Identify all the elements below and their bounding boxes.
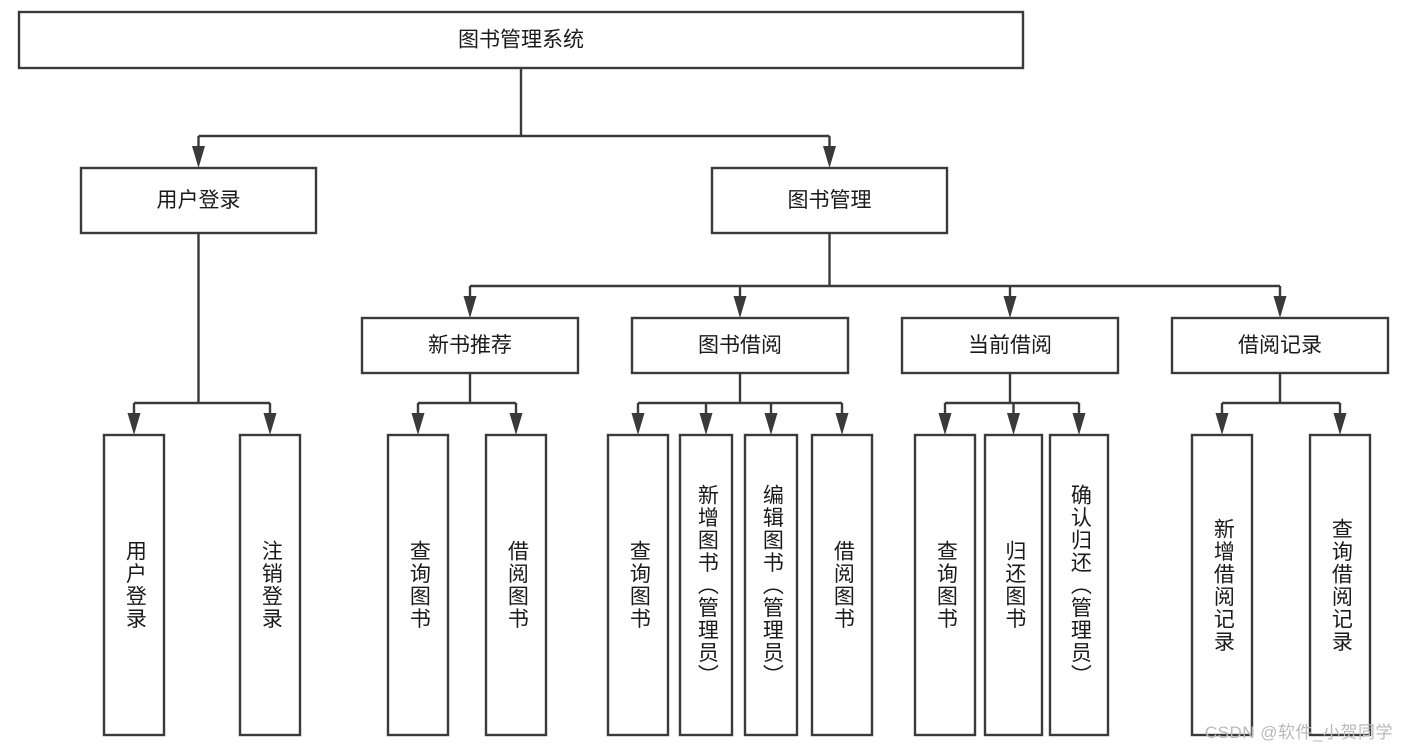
arrow-head bbox=[1072, 413, 1086, 435]
arrow-head bbox=[1273, 296, 1287, 318]
node-box-leaf-rec-borrow-book[interactable] bbox=[484, 433, 548, 737]
node-box-leaf-edit-book-admin[interactable] bbox=[743, 433, 799, 737]
node-box-leaf-cur-query-book[interactable] bbox=[913, 433, 977, 737]
node-label-root: 图书管理系统 bbox=[458, 29, 584, 52]
arrow-head bbox=[411, 413, 425, 435]
node-label-book-borrow: 图书借阅 bbox=[698, 334, 782, 357]
node-box-current-borrow[interactable] bbox=[900, 316, 1120, 375]
node-label-current-borrow: 当前借阅 bbox=[968, 334, 1052, 357]
node-box-leaf-borrow-query-book[interactable] bbox=[606, 433, 670, 737]
node-box-leaf-add-borrow-record[interactable] bbox=[1190, 433, 1254, 737]
node-box-root[interactable] bbox=[17, 10, 1025, 70]
arrow-head bbox=[1007, 413, 1020, 435]
node-box-book-borrow[interactable] bbox=[630, 316, 850, 375]
node-box-leaf-return-book[interactable] bbox=[983, 433, 1044, 737]
node-box-leaf-rec-query-book[interactable] bbox=[386, 433, 450, 737]
node-label-book-manage: 图书管理 bbox=[788, 189, 872, 212]
arrow-head bbox=[1333, 413, 1347, 435]
node-box-new-book-rec[interactable] bbox=[360, 316, 580, 375]
arrow-head bbox=[192, 146, 205, 168]
arrow-head bbox=[938, 413, 952, 435]
node-label-user-login: 用户登录 bbox=[157, 189, 241, 212]
watermark: CSDN @软件_小贺同学 bbox=[1204, 723, 1393, 742]
node-box-leaf-borrow-book[interactable] bbox=[810, 433, 874, 737]
node-box-leaf-query-borrow-record[interactable] bbox=[1308, 433, 1372, 737]
arrow-head bbox=[835, 413, 849, 435]
box-layer bbox=[17, 10, 1390, 737]
arrow-head bbox=[463, 296, 477, 318]
node-box-leaf-add-book-admin[interactable] bbox=[678, 433, 734, 737]
node-label-borrow-record: 借阅记录 bbox=[1238, 334, 1322, 357]
arrow-head bbox=[1003, 296, 1017, 318]
arrow-head bbox=[509, 413, 523, 435]
node-box-book-manage[interactable] bbox=[710, 166, 949, 235]
arrow-head bbox=[631, 413, 645, 435]
arrow-head bbox=[699, 413, 713, 435]
arrow-head bbox=[823, 146, 836, 168]
arrow-head bbox=[733, 296, 747, 318]
node-label-new-book-rec: 新书推荐 bbox=[428, 334, 512, 357]
node-box-user-login[interactable] bbox=[79, 166, 318, 235]
node-box-borrow-record[interactable] bbox=[1170, 316, 1390, 375]
node-box-leaf-logout-login[interactable] bbox=[238, 433, 302, 737]
node-box-leaf-confirm-return-admin[interactable] bbox=[1048, 433, 1110, 737]
arrow-head bbox=[127, 413, 141, 435]
node-box-leaf-user-login[interactable] bbox=[102, 433, 166, 737]
arrow-head bbox=[263, 413, 277, 435]
connector-layer bbox=[127, 68, 1347, 435]
arrow-head bbox=[1215, 413, 1229, 435]
arrow-head bbox=[764, 413, 778, 435]
